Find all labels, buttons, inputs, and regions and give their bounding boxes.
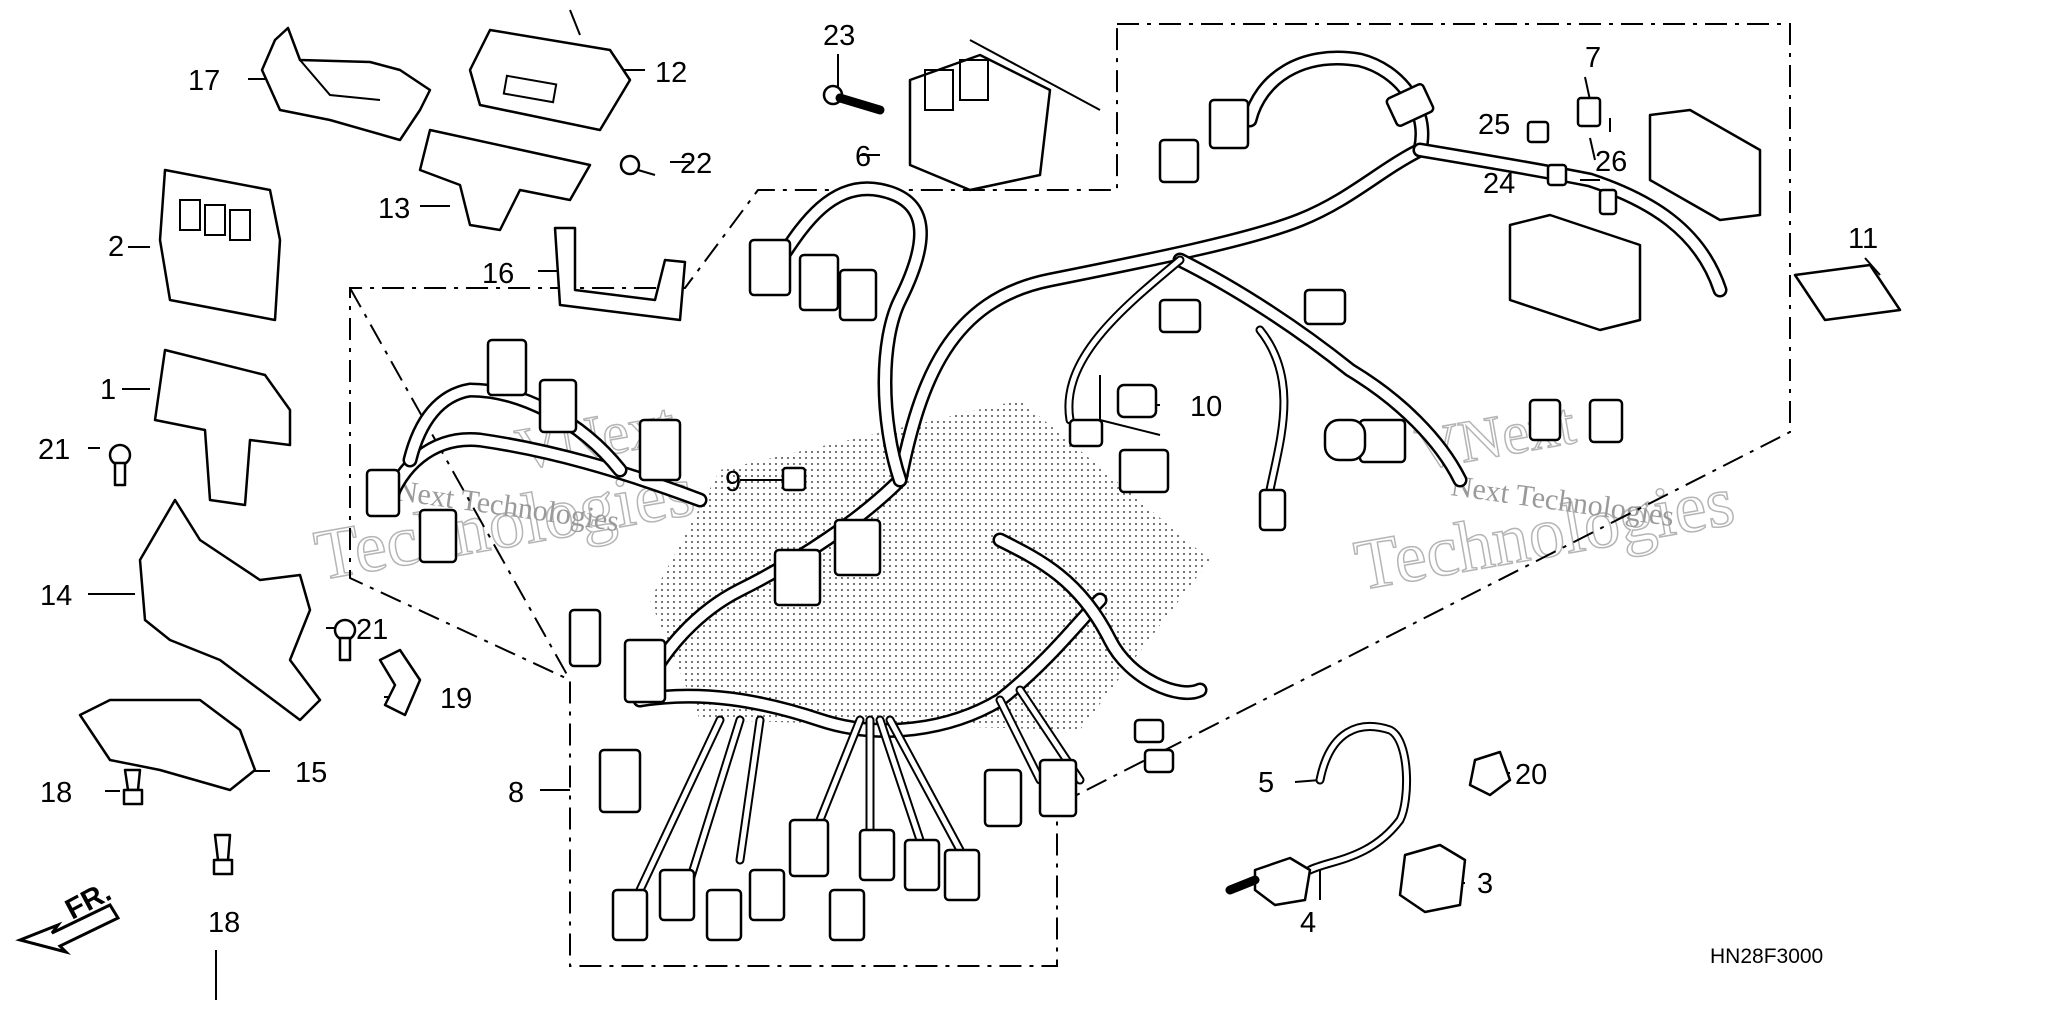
part-11-label <box>1793 263 1902 322</box>
part-3-grommet <box>1398 843 1467 914</box>
callout-24: 24 <box>1483 168 1515 200</box>
callout-labels: 17 12 13 22 2 16 1 21 14 21 19 15 18 18 … <box>38 20 1878 939</box>
part-23-bolt <box>822 84 885 115</box>
part-18-clip-a <box>122 768 144 806</box>
callout-10: 10 <box>1190 391 1222 423</box>
callout-9: 9 <box>725 466 741 498</box>
part-22-bolt <box>619 154 656 176</box>
part-12-control-unit <box>468 9 632 132</box>
part-21-bolt-b <box>333 618 357 662</box>
callout-14: 14 <box>40 580 72 612</box>
callout-21-a: 21 <box>38 434 70 466</box>
part-17-cover <box>260 26 432 142</box>
callout-19: 19 <box>440 683 472 715</box>
callout-17: 17 <box>188 65 220 97</box>
callout-16: 16 <box>482 258 514 290</box>
part-4-plug <box>1225 856 1312 907</box>
part-20-clip <box>1468 750 1512 797</box>
callout-4: 4 <box>1300 907 1316 939</box>
callout-20: 20 <box>1515 759 1547 791</box>
callout-22: 22 <box>680 148 712 180</box>
callout-11: 11 <box>1848 223 1878 255</box>
part-16-bracket <box>553 226 687 322</box>
callout-7: 7 <box>1585 42 1601 74</box>
part-10-sensor <box>1099 375 1161 436</box>
part-25-fuse <box>1526 120 1550 144</box>
main-wire-harness <box>382 50 1728 895</box>
callout-18-a: 18 <box>40 777 72 809</box>
callout-25: 25 <box>1478 109 1510 141</box>
part-9-connector <box>781 466 807 492</box>
fuse-block-box <box>1508 213 1642 332</box>
fuse-block-cover <box>1648 108 1762 222</box>
part-14-bracket <box>138 498 322 722</box>
part-7-fuse <box>1576 96 1602 128</box>
part-5-plug-wire <box>1305 722 1411 875</box>
part-26-fuse <box>1598 188 1618 216</box>
callout-23: 23 <box>823 20 855 52</box>
callout-6: 6 <box>855 141 871 173</box>
callout-13: 13 <box>378 193 410 225</box>
callout-15: 15 <box>295 757 327 789</box>
callout-1: 1 <box>100 374 116 406</box>
part-18-clip-b <box>212 833 234 876</box>
callout-21-b: 21 <box>356 614 388 646</box>
group-outlines <box>349 23 1791 967</box>
part-19-clamp <box>378 648 422 717</box>
callout-18-b: 18 <box>208 907 240 939</box>
part-13-ecu <box>418 128 592 232</box>
part-2-fuse-box <box>158 168 282 322</box>
callout-8: 8 <box>508 777 524 809</box>
diagram-code: HN28F3000 <box>1710 945 1823 968</box>
part-1-unit <box>153 348 292 507</box>
part-24-fuse <box>1546 163 1568 187</box>
callout-12: 12 <box>655 57 687 89</box>
part-15-cover-plate <box>78 698 257 792</box>
callout-5: 5 <box>1258 767 1274 799</box>
harness-connectors <box>365 83 1624 942</box>
callout-2: 2 <box>108 231 124 263</box>
front-direction-arrow: FR. <box>15 876 121 955</box>
part-6-regulator <box>908 39 1101 192</box>
callout-26: 26 <box>1595 146 1627 178</box>
callout-3: 3 <box>1477 868 1493 900</box>
part-21-bolt-a <box>108 443 132 487</box>
